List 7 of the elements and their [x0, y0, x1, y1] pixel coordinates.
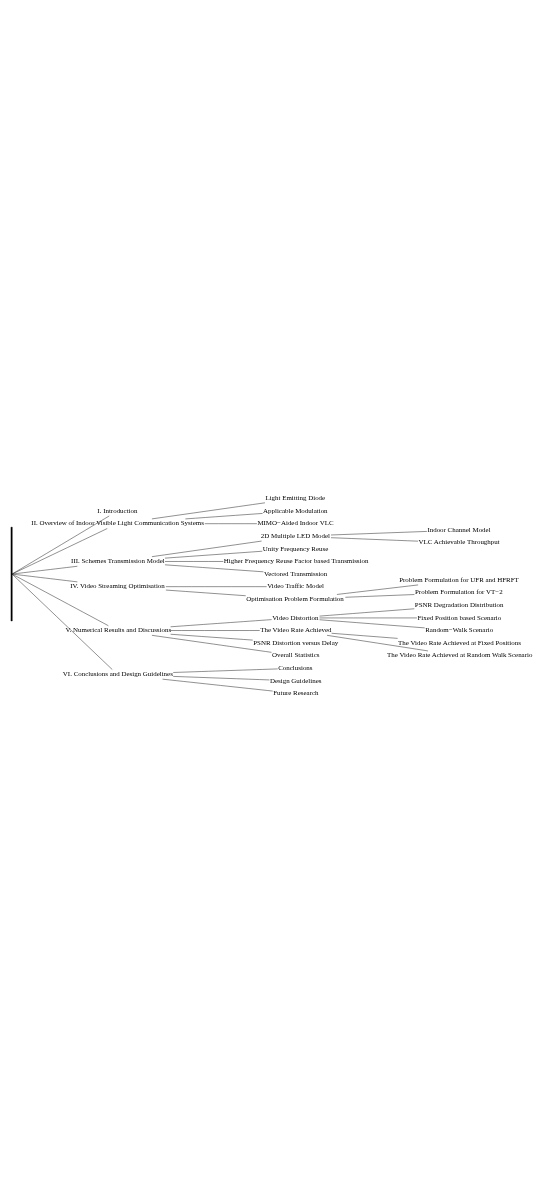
connector	[12, 573, 109, 626]
connector	[12, 565, 78, 574]
connector	[12, 527, 108, 574]
connector	[12, 515, 110, 574]
connector	[12, 573, 78, 582]
node-bar	[10, 526, 13, 621]
connector	[12, 573, 113, 670]
